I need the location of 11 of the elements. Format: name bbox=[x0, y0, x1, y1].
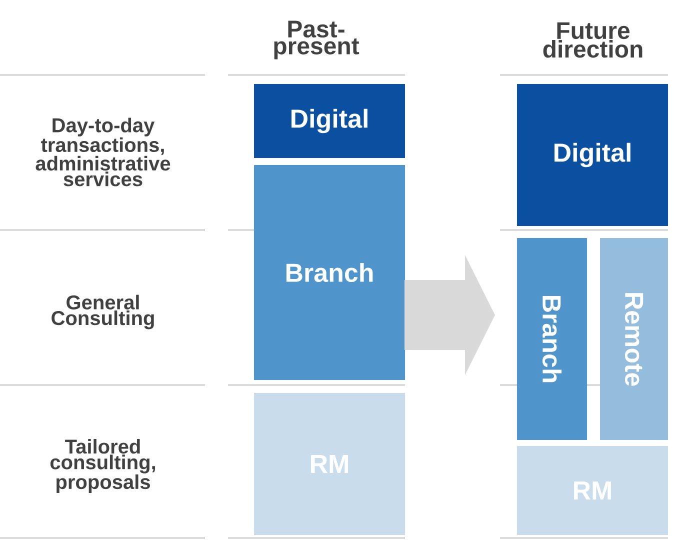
process-box: Remote bbox=[600, 238, 668, 440]
process-box: Branch bbox=[254, 165, 405, 380]
process-box: Digital bbox=[517, 84, 668, 226]
block-arrow bbox=[404, 255, 495, 375]
column-heading: Past-present bbox=[274, 20, 360, 60]
row-label: Tailored consulting, proposals bbox=[50, 438, 155, 494]
process-box: Digital bbox=[254, 84, 405, 158]
process-box: Branch bbox=[517, 238, 587, 440]
row-label: Day-to-day transactions, administrative services bbox=[36, 118, 170, 186]
row-label: General Consulting bbox=[52, 294, 154, 330]
column-heading: Future direction bbox=[543, 22, 642, 58]
